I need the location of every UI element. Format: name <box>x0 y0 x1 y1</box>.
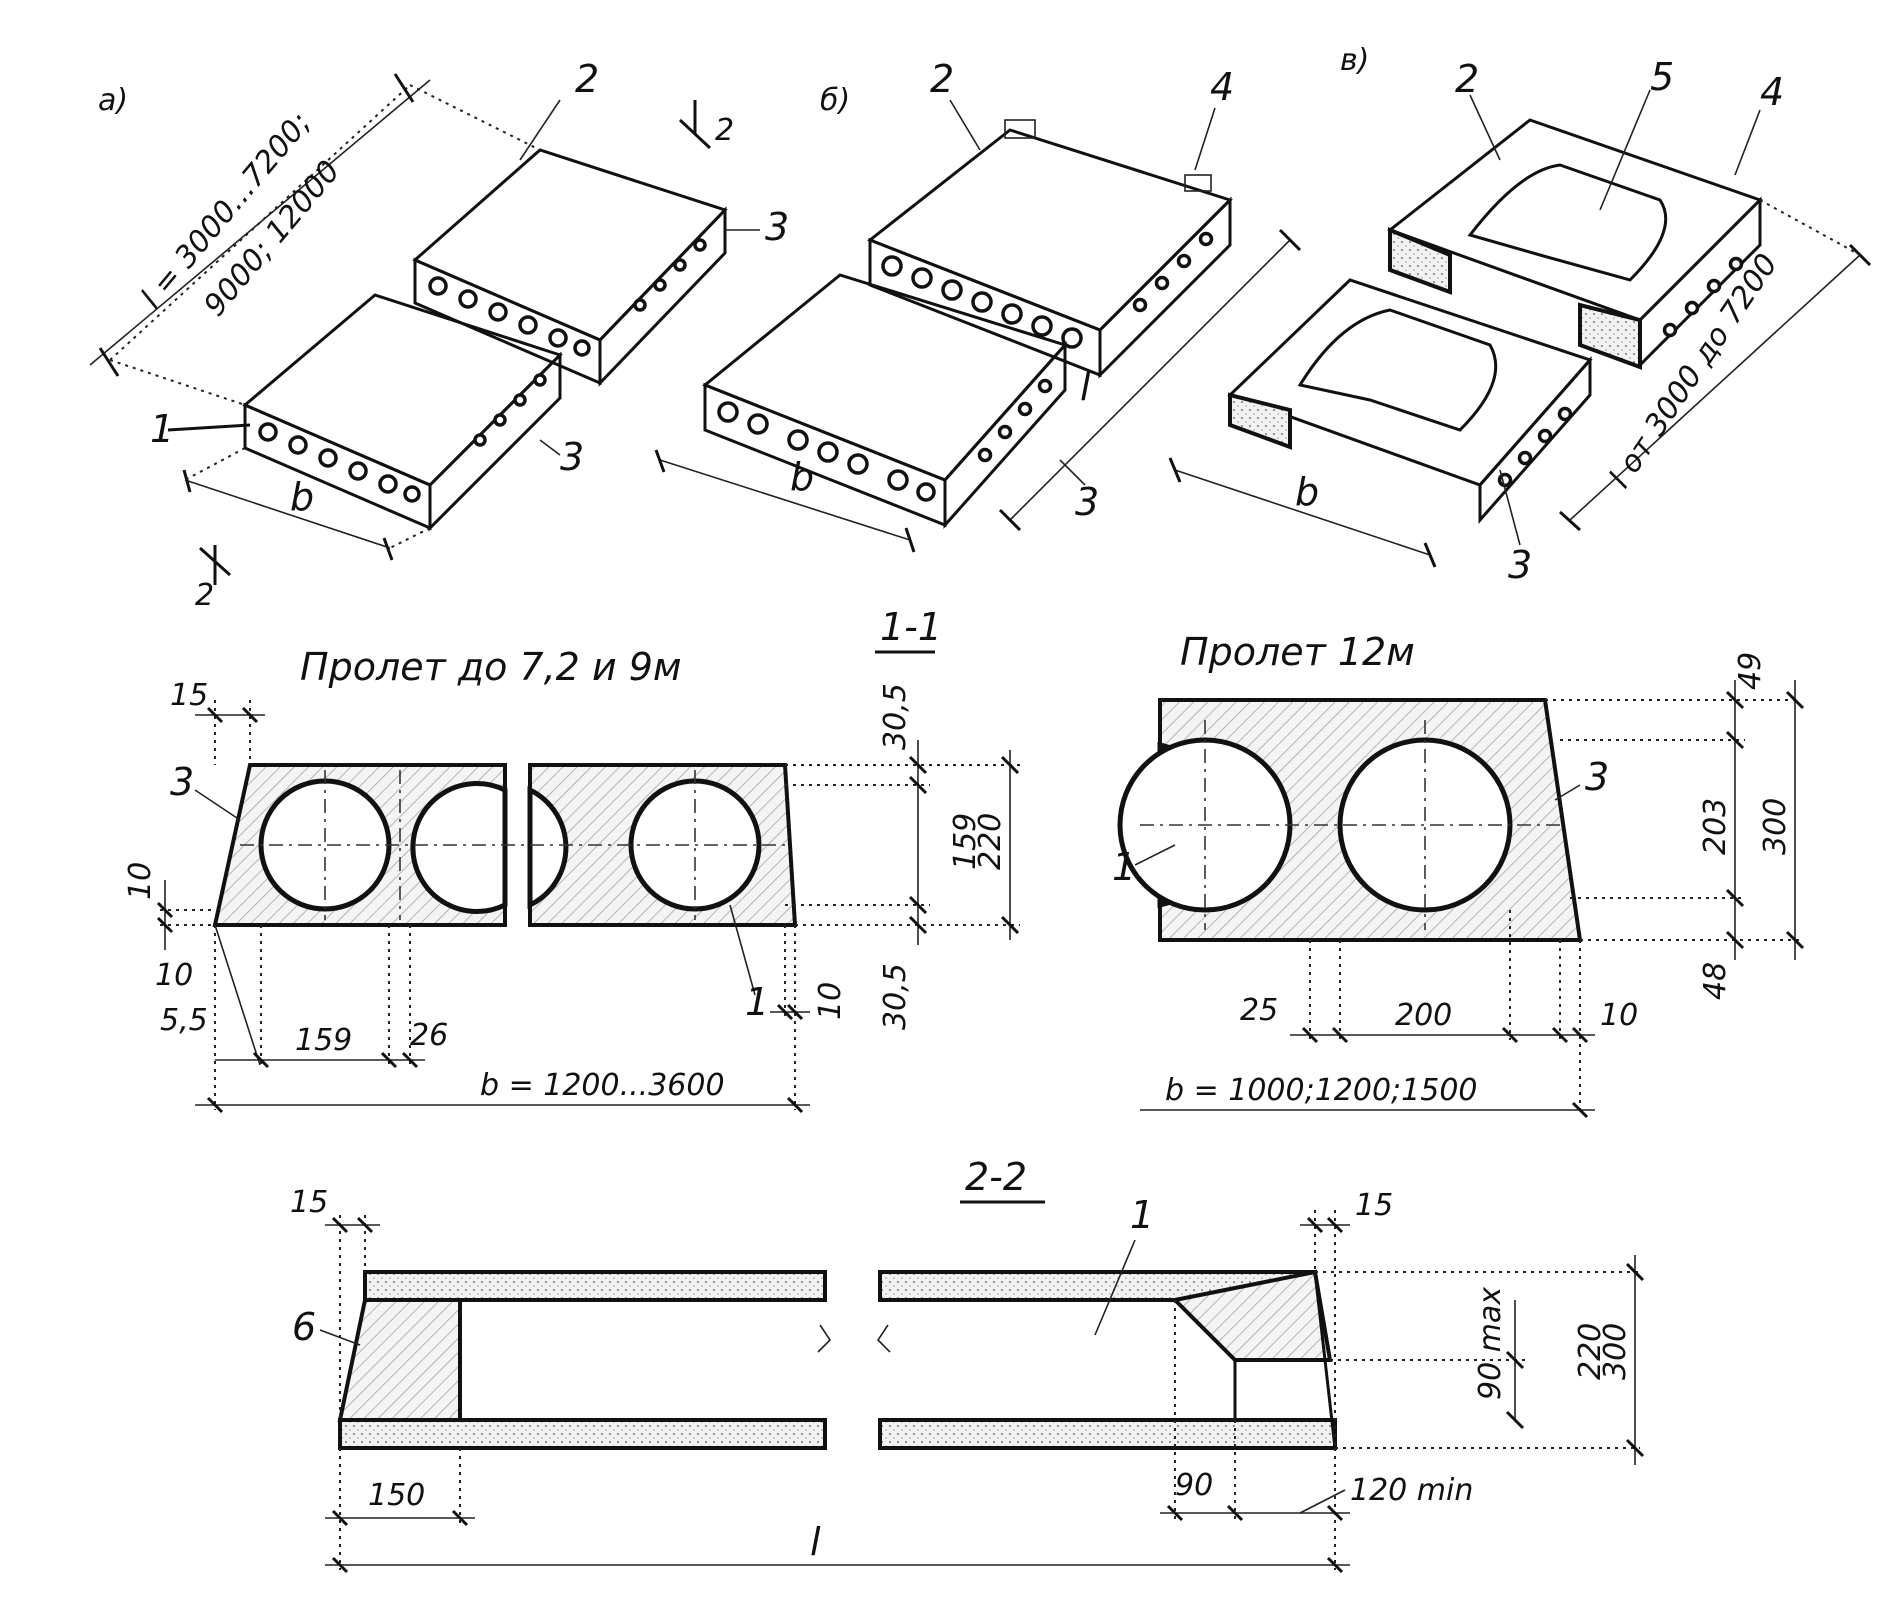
panel-b-mark-4: 4 <box>1210 65 1234 109</box>
s12-mark-3: 3 <box>1585 755 1609 799</box>
s11-dim-rib: 26 <box>410 1018 448 1053</box>
s12-mark-1: 1 <box>1112 845 1136 889</box>
panel-c-length: l от 3000 до 7200 <box>1603 248 1785 495</box>
s11-dim-bottom-right: 30,5 <box>878 963 913 1030</box>
panel-a-cut-bottom: 2 <box>195 578 214 613</box>
slab-b-front <box>702 273 1068 529</box>
panel-c-width: b <box>1295 470 1319 514</box>
s11-dim-width: b = 1200...3600 <box>480 1068 725 1103</box>
panel-a-mark-1: 1 <box>150 407 174 451</box>
slab-a-front <box>242 293 563 532</box>
s22-dim-support-min: 120 min <box>1350 1473 1473 1508</box>
s12-dim-width: b = 1000;1200;1500 <box>1165 1073 1478 1108</box>
s11-dim-left-c: 5,5 <box>160 1003 208 1038</box>
s22-dim-support: 150 <box>368 1478 425 1513</box>
s12-dim-hole: 200 <box>1395 998 1452 1033</box>
section-1-1-label: 1-1 <box>880 605 942 649</box>
slab-b-back <box>867 119 1233 379</box>
s11-dim-left-b: 10 <box>155 958 193 993</box>
panel-c-isometric: в) b l от <box>1168 43 1872 587</box>
s12-dim-height: 300 <box>1758 798 1793 855</box>
s12-dim-right: 10 <box>1600 998 1638 1033</box>
s22-mark-6: 6 <box>292 1305 316 1349</box>
section-2-2: 2-2 15 15 90 <box>290 1155 1645 1574</box>
slab-c-front <box>1227 278 1593 524</box>
section-1-1: Пролет до 7,2 и 9м 1-1 15 <box>123 605 1020 1114</box>
panel-b-mark-3: 3 <box>1075 480 1099 524</box>
s11-mark-1: 1 <box>745 980 769 1024</box>
s11-dim-core: 159 <box>948 813 983 870</box>
s12-dim-top: 49 <box>1733 652 1768 690</box>
slab-c-back <box>1386 118 1763 370</box>
s11-dim-top-edge: 15 <box>170 678 208 713</box>
s22-label: 2-2 <box>965 1155 1027 1199</box>
s22-dim-length: l <box>810 1520 821 1564</box>
s11-dim-hole: 159 <box>295 1023 352 1058</box>
s11-mark-3: 3 <box>170 760 194 804</box>
s22-dim-right-edge: 15 <box>1355 1188 1393 1223</box>
slab-a-back <box>412 148 728 387</box>
s12-dim-core: 203 <box>1698 798 1733 855</box>
panel-a-isometric: а) <box>89 57 789 613</box>
panel-a-mark-2: 2 <box>575 57 599 101</box>
panel-b-mark-2: 2 <box>930 57 954 101</box>
s22-dim-h2: 300 <box>1598 1323 1633 1380</box>
panel-b-isometric: б) <box>654 57 1302 553</box>
panel-c-mark-2: 2 <box>1455 57 1479 101</box>
panel-a-cut-top: 2 <box>715 113 734 148</box>
panel-c-mark-3: 3 <box>1508 543 1532 587</box>
s22-dim-left-edge: 15 <box>290 1185 328 1220</box>
panel-b-width: b <box>790 455 814 499</box>
s11-dim-left-a: 10 <box>123 862 158 900</box>
panel-b-length: l <box>1080 365 1091 409</box>
s12-title: Пролет 12м <box>1180 630 1415 674</box>
s11-dim-top-right: 30,5 <box>878 683 913 750</box>
panel-a-width: b <box>290 475 314 519</box>
panel-b-letter: б) <box>820 83 850 118</box>
s11-dim-height: 220 <box>973 813 1008 870</box>
s22-mark-1: 1 <box>1130 1193 1154 1237</box>
panel-a-mark-3a: 3 <box>765 205 789 249</box>
panel-c-mark-5: 5 <box>1650 55 1674 99</box>
panel-a-letter: а) <box>98 83 128 118</box>
s11-dim-right-edge: 10 <box>813 982 848 1020</box>
s12-dim-left: 25 <box>1240 993 1278 1028</box>
section-12m: Пролет 12м 49 203 300 48 <box>1112 630 1805 1119</box>
s22-dim-slope: 90 <box>1175 1468 1213 1503</box>
panel-a-mark-3b: 3 <box>560 435 584 479</box>
section-1-1-title: Пролет до 7,2 и 9м <box>300 645 682 689</box>
s22-dim-h1: 220 <box>1573 1323 1608 1380</box>
s22-dim-depth: 90 max <box>1473 1287 1508 1400</box>
panel-c-letter: в) <box>1340 43 1369 78</box>
panel-c-mark-4: 4 <box>1760 70 1784 114</box>
s12-dim-bottom: 48 <box>1698 962 1733 1000</box>
